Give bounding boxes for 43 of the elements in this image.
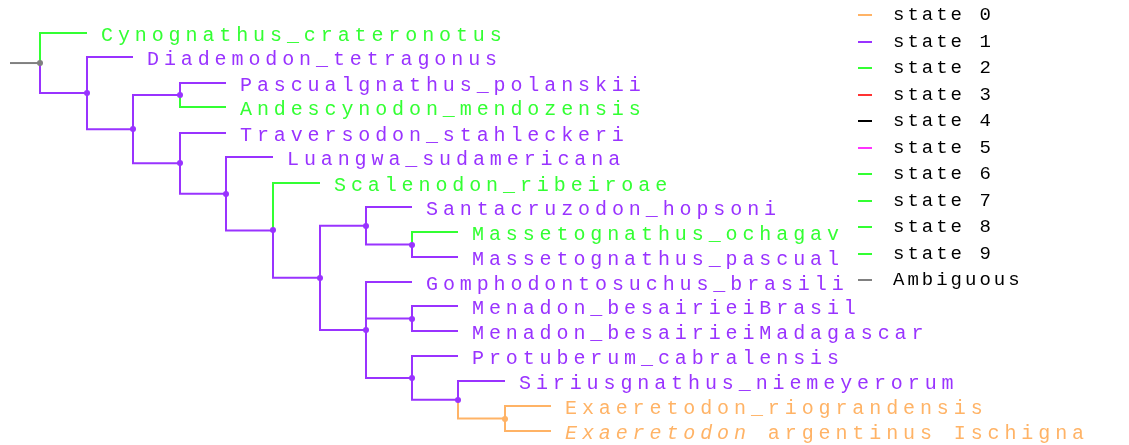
legend-label: state 2 bbox=[893, 57, 994, 79]
legend-label: state 1 bbox=[893, 30, 994, 53]
branch-node bbox=[130, 126, 136, 133]
legend-label: Ambiguous bbox=[893, 269, 1023, 291]
taxon-label: Massetognathus_pascual bbox=[458, 249, 844, 271]
branch-node bbox=[177, 92, 183, 98]
branch-node bbox=[317, 274, 323, 281]
legend-label: state 8 bbox=[893, 216, 994, 238]
legend-label: state 4 bbox=[893, 110, 994, 132]
taxon-label: Andescynodon_mendozensis bbox=[226, 99, 646, 121]
branch-node bbox=[409, 374, 415, 381]
legend-label: state 5 bbox=[893, 136, 994, 159]
branch-node bbox=[223, 190, 229, 197]
taxon-label: Massetognathus_ochagav bbox=[458, 224, 844, 246]
legend-label: state 6 bbox=[893, 163, 994, 185]
taxon-label: Luangwa_sudamericana bbox=[273, 149, 626, 171]
taxon-label: Traversodon_stahleckeri bbox=[226, 125, 629, 147]
legend-label: state 9 bbox=[893, 242, 994, 265]
taxon-label: Santacruzodon_hopsoni bbox=[412, 199, 781, 221]
taxon-label: Siriusgnathus_niemeyerorum bbox=[505, 373, 959, 395]
taxon-label: Exaeretodon argentinus Ischigna bbox=[551, 423, 1089, 445]
branch-node bbox=[270, 227, 276, 234]
taxon-label: Menadon_besairieiBrasil bbox=[458, 298, 861, 320]
branch-node bbox=[84, 90, 90, 97]
branch-node bbox=[409, 241, 415, 248]
taxon-label: Scalenodon_ribeiroae bbox=[320, 175, 673, 197]
legend-label: state 3 bbox=[893, 83, 994, 106]
taxon-label: Cynognathus_crateronotus bbox=[87, 25, 507, 47]
branch-node bbox=[177, 160, 183, 167]
taxon-label: Pascualgnathus_polanskii bbox=[226, 75, 646, 97]
taxon-label: Protuberum_cabralensis bbox=[458, 348, 844, 370]
legend-label: state 7 bbox=[893, 189, 994, 212]
branch-node bbox=[502, 415, 508, 422]
branch-node bbox=[363, 326, 369, 333]
legend-label: state 0 bbox=[893, 4, 994, 26]
taxon-label: Menadon_besairieiMadagascar bbox=[458, 323, 929, 345]
taxon-label: Diademodon_tetragonus bbox=[133, 49, 502, 71]
taxon-label: Gomphodontosuchus_brasili bbox=[412, 274, 849, 296]
branch-node bbox=[363, 222, 369, 229]
taxon-label: Exaeretodon_riograndensis bbox=[551, 398, 988, 420]
branch-node bbox=[37, 60, 43, 67]
branch-node bbox=[409, 315, 415, 322]
branch-node bbox=[455, 396, 461, 403]
